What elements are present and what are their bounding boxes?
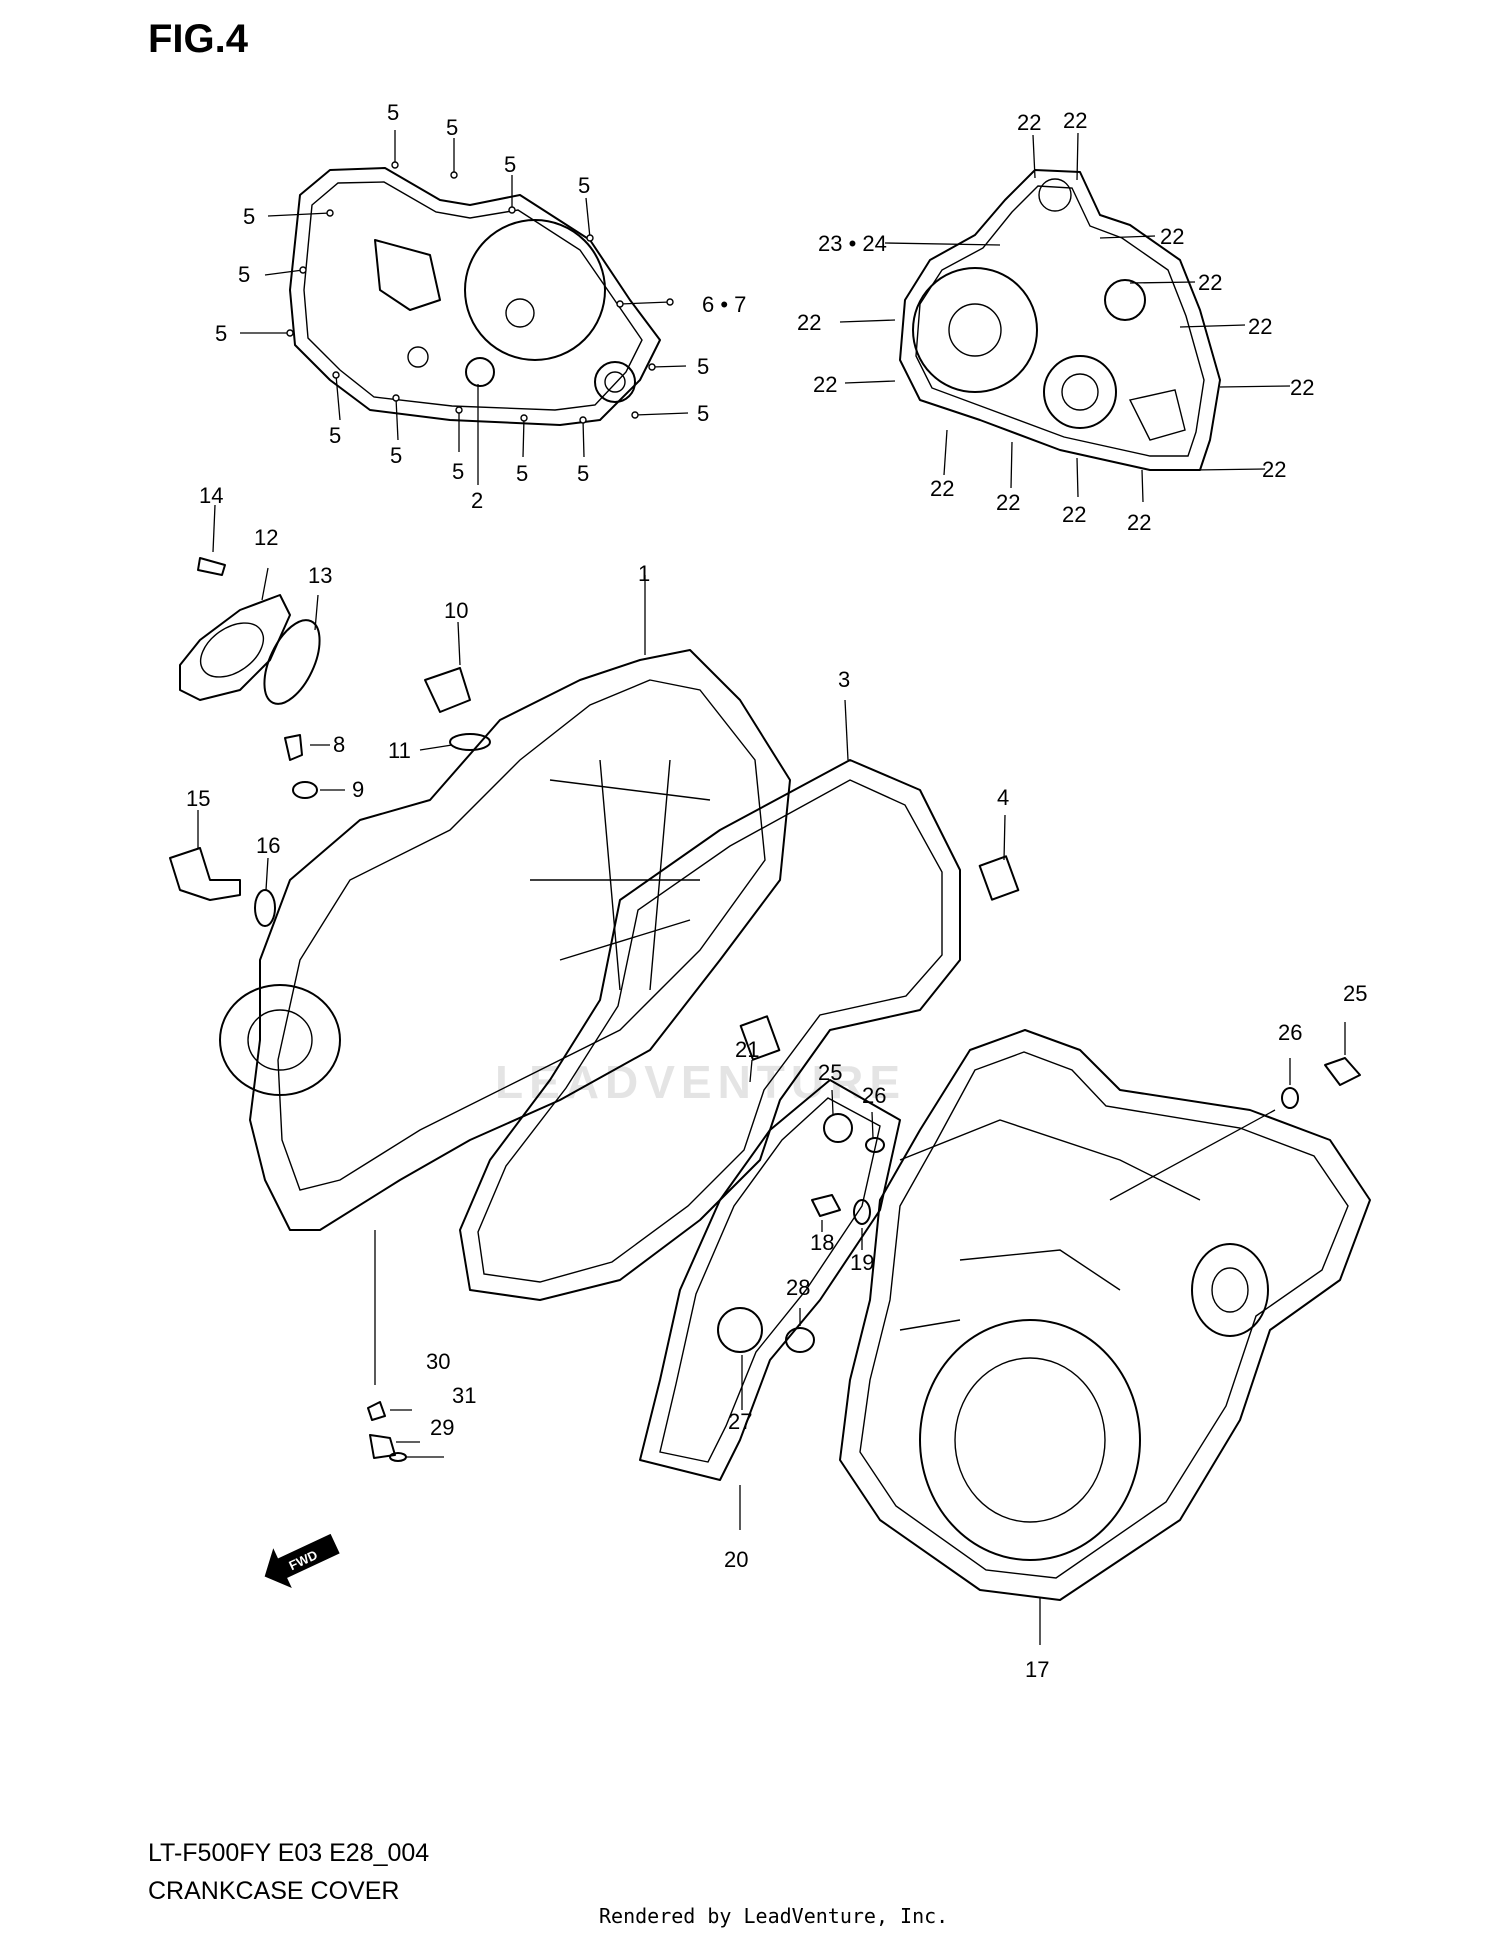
callout-5: 5 bbox=[578, 173, 590, 198]
dowels-4-21 bbox=[739, 814, 1020, 1083]
callout-1: 1 bbox=[638, 561, 650, 586]
crankcase-right-drawing bbox=[839, 1029, 1371, 1645]
callout-25: 25 bbox=[1343, 981, 1367, 1006]
callout-29: 29 bbox=[430, 1415, 454, 1440]
callout-2: 2 bbox=[471, 488, 483, 513]
small-parts-29-31 bbox=[367, 1401, 444, 1462]
callout-27: 27 bbox=[728, 1409, 752, 1434]
callout-22: 22 bbox=[930, 476, 954, 501]
callout-5: 5 bbox=[504, 152, 516, 177]
callout-15: 15 bbox=[186, 786, 210, 811]
crankcase-gasket-3-drawing bbox=[459, 699, 961, 1301]
callout-5: 5 bbox=[452, 459, 464, 484]
callout-5: 5 bbox=[215, 321, 227, 346]
callout-22: 22 bbox=[797, 310, 821, 335]
callout-5: 5 bbox=[697, 354, 709, 379]
left-cover-bolt-leaders bbox=[240, 130, 689, 485]
callout-5: 5 bbox=[446, 115, 458, 140]
callout-22: 22 bbox=[1062, 502, 1086, 527]
callout-4: 4 bbox=[997, 785, 1009, 810]
callout-10: 10 bbox=[444, 598, 468, 623]
small-parts-8-11 bbox=[284, 621, 491, 799]
callout-22: 22 bbox=[1248, 314, 1272, 339]
callout-3: 3 bbox=[838, 667, 850, 692]
callout-20: 20 bbox=[724, 1547, 748, 1572]
callout-19: 19 bbox=[850, 1250, 874, 1275]
callout-9: 9 bbox=[352, 777, 364, 802]
callout-22: 22 bbox=[1127, 510, 1151, 535]
right-cover-gasket-drawing bbox=[899, 169, 1221, 471]
callout-22: 22 bbox=[1290, 375, 1314, 400]
callout-12: 12 bbox=[254, 525, 278, 550]
callout-14: 14 bbox=[199, 483, 223, 508]
callout-17: 17 bbox=[1025, 1657, 1049, 1682]
callout-6-7: 6 • 7 bbox=[702, 292, 746, 317]
model-line: LT-F500FY E03 E28_004 bbox=[148, 1839, 429, 1867]
callout-5: 5 bbox=[243, 204, 255, 229]
callout-31: 31 bbox=[452, 1383, 476, 1408]
callout-26: 26 bbox=[862, 1083, 886, 1108]
left-cover-bolt-points bbox=[286, 161, 674, 424]
thermostat-cover-drawing bbox=[179, 504, 321, 705]
crankcase-cover-left-drawing bbox=[219, 575, 791, 1385]
callout-8: 8 bbox=[333, 732, 345, 757]
callout-26: 26 bbox=[1278, 1020, 1302, 1045]
callout-22: 22 bbox=[1262, 457, 1286, 482]
callout-5: 5 bbox=[516, 461, 528, 486]
callout-5: 5 bbox=[238, 262, 250, 287]
callout-23-24: 23 • 24 bbox=[818, 231, 887, 256]
callout-30: 30 bbox=[426, 1349, 450, 1374]
bolt-15-washer-16 bbox=[169, 810, 276, 927]
callout-22: 22 bbox=[1017, 110, 1041, 135]
callout-22: 22 bbox=[1198, 270, 1222, 295]
callout-22: 22 bbox=[813, 372, 837, 397]
callout-22: 22 bbox=[996, 490, 1020, 515]
fwd-arrow-icon: FWD bbox=[264, 1533, 340, 1589]
callout-5: 5 bbox=[577, 461, 589, 486]
callout-5: 5 bbox=[329, 423, 341, 448]
callout-25: 25 bbox=[818, 1060, 842, 1085]
callout-28: 28 bbox=[786, 1275, 810, 1300]
callout-22: 22 bbox=[1160, 224, 1184, 249]
credit-line: Rendered by LeadVenture, Inc. bbox=[599, 1904, 948, 1928]
crankcase-gasket-20-drawing bbox=[639, 1079, 901, 1530]
callout-16: 16 bbox=[256, 833, 280, 858]
callout-5: 5 bbox=[697, 401, 709, 426]
callout-5: 5 bbox=[390, 443, 402, 468]
left-cover-gasket-drawing bbox=[289, 167, 661, 426]
callout-11: 11 bbox=[388, 738, 411, 763]
callout-5: 5 bbox=[387, 100, 399, 125]
callout-18: 18 bbox=[810, 1230, 834, 1255]
right-cover-bolt-leaders bbox=[839, 132, 1291, 503]
callout-13: 13 bbox=[308, 563, 332, 588]
figure-title: FIG.4 bbox=[148, 17, 249, 61]
callout-labels: 5 5 5 5 5 5 5 6 • 7 5 5 5 5 5 5 5 2 22 2… bbox=[186, 100, 1367, 1682]
small-parts-18-28 bbox=[717, 1022, 1361, 1410]
section-title: CRANKCASE COVER bbox=[148, 1877, 399, 1905]
callout-21: 21 bbox=[735, 1037, 759, 1062]
callout-22: 22 bbox=[1063, 108, 1087, 133]
